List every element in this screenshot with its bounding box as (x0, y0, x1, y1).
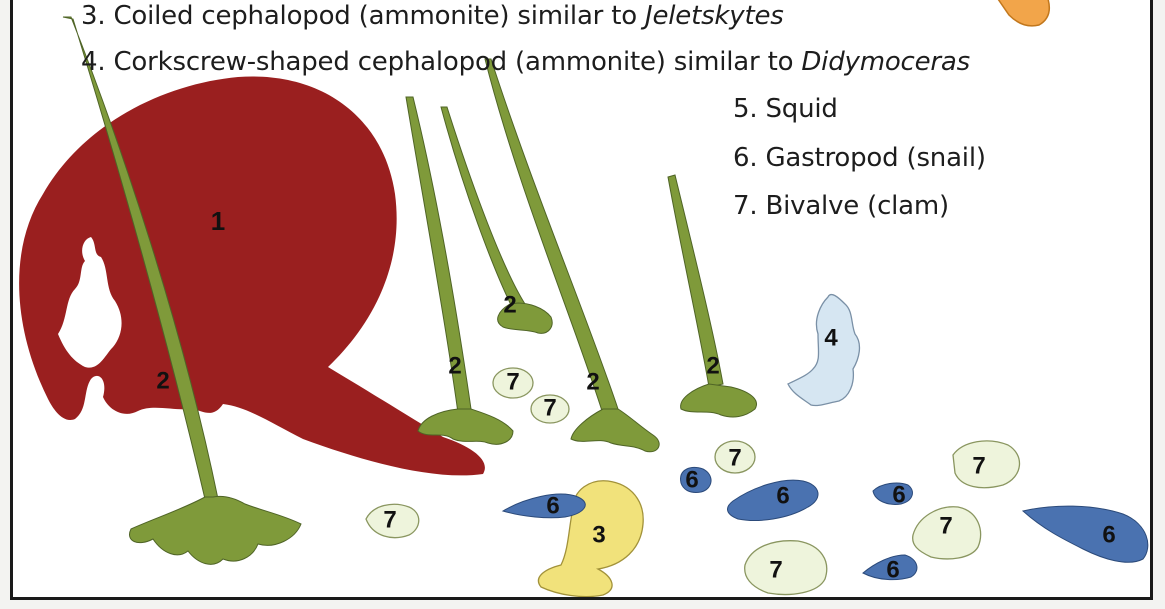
label-gastropod: 6 (1102, 521, 1115, 548)
legend-item-6: 6. Gastropod (snail) (733, 143, 986, 173)
label-bivalve: 7 (972, 452, 985, 479)
seep-community-illustration: 1 2 2 2 2 2 4 3 6 6 6 6 6 6 7 7 7 7 7 7 … (13, 0, 1153, 600)
label-bivalve: 7 (506, 368, 519, 395)
label-gastropod: 6 (685, 466, 698, 493)
label-gastropod: 6 (892, 481, 905, 508)
label-ammonite-corkscrew: 4 (824, 324, 838, 351)
label-bivalve: 7 (543, 394, 556, 421)
label-mound: 1 (211, 206, 225, 236)
legend-item-5: 5. Squid (733, 94, 838, 124)
legend-item-4: 4. Corkscrew-shaped cephalopod (ammonite… (81, 47, 970, 77)
label-tube-worm: 2 (448, 352, 461, 379)
label-gastropod: 6 (886, 556, 899, 583)
label-bivalve: 7 (383, 506, 396, 533)
diagram-frame: 1 2 2 2 2 2 4 3 6 6 6 6 6 6 7 7 7 7 7 7 … (10, 0, 1153, 600)
label-tube-worm: 2 (706, 352, 719, 379)
legend-item-7: 7. Bivalve (clam) (733, 191, 949, 221)
label-bivalve: 7 (728, 444, 741, 471)
label-gastropod: 6 (546, 492, 559, 519)
label-gastropod: 6 (776, 482, 789, 509)
label-tube-worm: 2 (503, 291, 516, 318)
label-bivalve: 7 (769, 556, 782, 583)
label-ammonite-coiled: 3 (592, 521, 605, 548)
label-tube-worm: 2 (586, 368, 599, 395)
legend-item-3: 3. Coiled cephalopod (ammonite) similar … (81, 1, 784, 31)
label-bivalve: 7 (939, 512, 952, 539)
squid-fragment (998, 0, 1049, 26)
label-tube-worm: 2 (156, 367, 169, 394)
